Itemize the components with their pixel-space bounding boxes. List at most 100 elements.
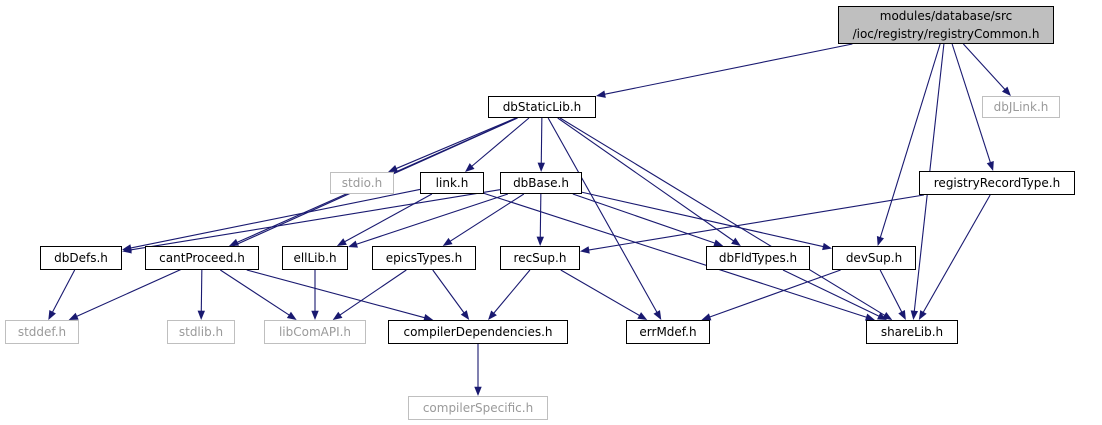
edge-cantProceed-to-compilerDependencies — [246, 269, 426, 319]
arrowhead-devSup-to-errMdef — [701, 313, 712, 321]
node-label: errMdef.h — [639, 325, 697, 339]
arrowhead-dbStaticLib-to-cantProceed — [229, 238, 240, 246]
node-shareLib[interactable]: shareLib.h — [866, 320, 958, 344]
edge-link-to-dbDefs — [130, 188, 421, 249]
edge-epicsTypes-to-libComAPI — [339, 269, 407, 316]
edge-dbBase-to-epicsTypes — [449, 193, 525, 242]
edge-devSup-to-errMdef — [709, 269, 841, 318]
edge-recSup-to-compilerDependencies — [493, 269, 531, 314]
arrowhead-compilerDependencies-to-compilerSpecific — [474, 386, 482, 396]
node-libComAPI: libComAPI.h — [264, 320, 366, 344]
node-label: dbBase.h — [513, 176, 569, 190]
arrowhead-dbBase-to-dbDefs — [122, 246, 132, 254]
node-stdlib: stdlib.h — [167, 320, 235, 344]
node-label: stddef.h — [17, 325, 67, 339]
edge-dbFldTypes-to-shareLib — [782, 269, 880, 317]
node-label: dbFldTypes.h — [718, 251, 798, 265]
node-ellLib[interactable]: ellLib.h — [282, 246, 348, 270]
arrowhead-dbStaticLib-to-dbBase — [537, 162, 545, 172]
arrowhead-dbFldTypes-to-shareLib — [877, 312, 888, 320]
edge-dbStaticLib-to-dbBase — [540, 117, 543, 164]
arrowhead-devSup-to-shareLib — [898, 310, 906, 320]
node-link[interactable]: link.h — [420, 172, 484, 194]
edge-recSup-to-errMdef — [560, 269, 641, 317]
node-recSup[interactable]: recSup.h — [500, 246, 580, 270]
arrowhead-link-to-shareLib — [864, 313, 875, 321]
arrowhead-dbBase-to-ellLib — [348, 240, 358, 248]
arrowhead-root-to-dbJLink — [1001, 86, 1011, 96]
arrowhead-dbStaticLib-to-stdio — [388, 164, 399, 172]
edge-epicsTypes-to-compilerDependencies — [432, 269, 465, 314]
node-label: stdlib.h — [178, 325, 224, 339]
node-root-registryCommon: modules/database/src /ioc/registry/regis… — [838, 6, 1054, 44]
node-label: dbStaticLib.h — [502, 100, 582, 114]
arrowhead-dbStaticLib-to-stddef — [68, 312, 79, 320]
node-label: registryRecordType.h — [933, 176, 1061, 190]
node-label: epicsTypes.h — [385, 251, 463, 265]
edge-dbBase-to-dbFldTypes — [572, 193, 716, 244]
edge-dbStaticLib-to-stddef — [76, 117, 518, 318]
edge-dbStaticLib-to-dbFldTypes — [557, 117, 735, 242]
edge-root-to-registryRecordType — [951, 43, 992, 164]
edge-dbBase-to-ellLib — [355, 193, 509, 245]
edge-root-to-dbStaticLib — [604, 43, 853, 95]
edge-root-to-devSup — [879, 43, 941, 239]
arrowhead-cantProceed-to-compilerDependencies — [423, 314, 434, 322]
edge-dbStaticLib-to-errMdef — [547, 117, 658, 313]
arrowhead-dbBase-to-devSup — [822, 242, 832, 251]
node-label: compilerSpecific.h — [422, 401, 534, 415]
node-label: compilerDependencies.h — [403, 325, 553, 339]
edge-dbBase-to-recSup — [539, 193, 542, 238]
node-label: link.h — [435, 176, 469, 190]
node-errMdef[interactable]: errMdef.h — [626, 320, 710, 344]
edge-devSup-to-shareLib — [879, 269, 903, 313]
node-devSup[interactable]: devSup.h — [832, 246, 916, 270]
arrowhead-dbBase-to-recSup — [536, 236, 544, 246]
node-epicsTypes[interactable]: epicsTypes.h — [372, 246, 476, 270]
edge-link-to-ellLib — [344, 193, 433, 243]
edge-dbDefs-to-stddef — [51, 269, 76, 313]
node-dbDefs[interactable]: dbDefs.h — [40, 246, 122, 270]
node-dbFldTypes[interactable]: dbFldTypes.h — [706, 246, 810, 270]
node-stddef: stddef.h — [5, 320, 79, 344]
arrowhead-epicsTypes-to-libComAPI — [332, 311, 343, 320]
edge-link-to-shareLib — [483, 192, 868, 318]
arrowhead-dbBase-to-epicsTypes — [442, 237, 453, 246]
node-label: devSup.h — [845, 251, 903, 265]
arrowhead-registryRecordType-to-shareLib — [918, 310, 927, 320]
arrowhead-recSup-to-compilerDependencies — [488, 310, 497, 320]
edge-cantProceed-to-stdlib — [200, 269, 203, 312]
edge-dbBase-to-dbDefs — [130, 189, 501, 251]
arrowhead-root-to-devSup — [876, 236, 884, 246]
node-label: dbDefs.h — [54, 251, 108, 265]
arrowhead-dbStaticLib-to-dbFldTypes — [731, 237, 741, 246]
edge-registryRecordType-to-recSup — [588, 194, 924, 251]
node-label: libComAPI.h — [278, 325, 352, 339]
arrowhead-dbDefs-to-stddef — [48, 310, 56, 320]
node-label: recSup.h — [513, 251, 567, 265]
root-path-line-2: /ioc/registry/registryCommon.h — [852, 27, 1040, 41]
arrowhead-cantProceed-to-libComAPI — [286, 311, 297, 320]
node-label: ellLib.h — [293, 251, 337, 265]
arrowhead-dbStaticLib-to-errMdef — [653, 310, 662, 320]
edge-dbStaticLib-to-shareLib — [559, 117, 886, 317]
edge-root-to-dbJLink — [962, 43, 1006, 91]
root-path-line-1: modules/database/src — [879, 9, 1013, 23]
node-compilerDependencies[interactable]: compilerDependencies.h — [388, 320, 568, 344]
edge-cantProceed-to-libComAPI — [220, 269, 290, 316]
arrowhead-recSup-to-errMdef — [637, 312, 648, 320]
node-dbBase[interactable]: dbBase.h — [500, 172, 582, 194]
node-compilerSpecific: compilerSpecific.h — [408, 396, 548, 420]
arrowhead-root-to-registryRecordType — [986, 161, 994, 171]
arrowhead-root-to-shareLib — [910, 310, 919, 320]
node-registryRecordType[interactable]: registryRecordType.h — [919, 171, 1075, 195]
node-stdio: stdio.h — [330, 172, 394, 194]
arrowhead-ellLib-to-libComAPI — [311, 310, 319, 320]
node-dbStaticLib[interactable]: dbStaticLib.h — [488, 96, 596, 118]
arrowhead-link-to-ellLib — [336, 238, 347, 246]
node-label: dbJLink.h — [993, 100, 1049, 114]
arrowhead-cantProceed-to-stdlib — [197, 310, 205, 320]
node-cantProceed[interactable]: cantProceed.h — [145, 246, 259, 270]
edge-registryRecordType-to-shareLib — [922, 194, 991, 313]
